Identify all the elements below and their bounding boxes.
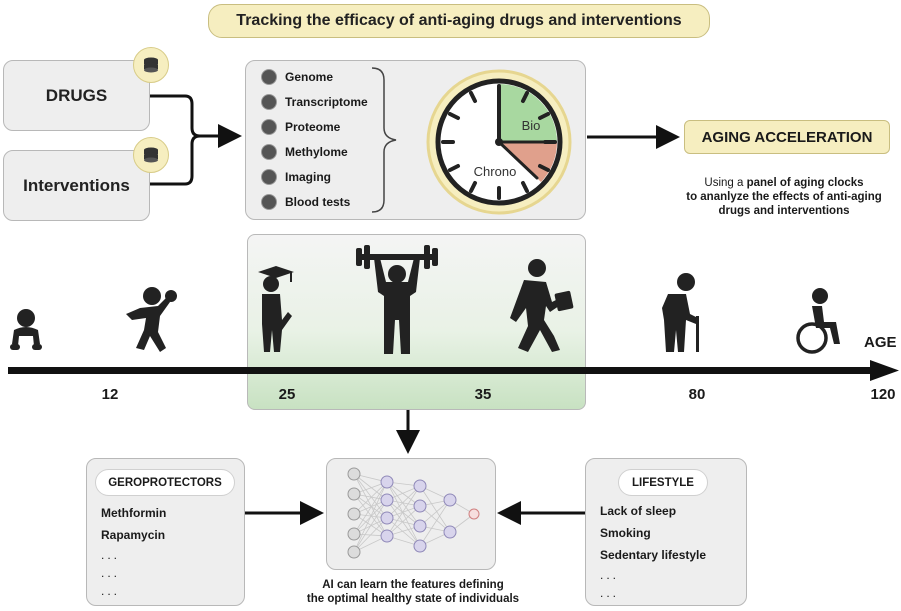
omics-item-genome: Genome (261, 64, 368, 89)
methyl-icon (261, 143, 277, 160)
coins-icon (133, 47, 169, 83)
drugs-label: DRUGS (45, 85, 108, 105)
child-playing-ball-icon (126, 287, 177, 352)
dna-icon (261, 68, 277, 85)
list-item: Smoking (600, 526, 651, 540)
ellipsis: ... (600, 568, 620, 582)
omics-item-proteome: Proteome (261, 114, 368, 139)
interventions-label: Interventions (23, 175, 130, 195)
baby-icon (10, 309, 42, 350)
omics-list: Genome Transcriptome Proteome Methylome … (261, 64, 368, 214)
ellipsis: ... (101, 548, 121, 562)
ellipsis: ... (101, 584, 121, 598)
bio-label: Bio (522, 118, 541, 133)
blood-drop-icon (261, 193, 277, 210)
omics-item-transcriptome: Transcriptome (261, 89, 368, 114)
aging-caption: Using a panel of aging clocks to ananlyz… (686, 177, 882, 217)
list-item: Sedentary lifestyle (600, 548, 707, 562)
age-tick: 35 (474, 386, 492, 403)
diagram-title: Tracking the efficacy of anti-aging drug… (208, 4, 710, 38)
ellipsis: ... (101, 566, 121, 580)
age-timeline (8, 360, 899, 381)
age-tick: 80 (688, 386, 706, 403)
list-item: Lack of sleep (600, 504, 677, 518)
list-item: Rapamycin (101, 528, 166, 542)
aging-acceleration-label: AGING ACCELERATION (684, 120, 890, 154)
list-item: Methformin (101, 506, 167, 520)
omics-item-imaging: Imaging (261, 164, 368, 189)
elderly-with-cane-icon (662, 273, 699, 352)
neural-network-icon (347, 467, 480, 559)
imaging-icon (261, 168, 277, 185)
aging-clock-icon: Bio Chrono (426, 69, 572, 215)
weightlifter-icon (356, 245, 438, 354)
protein-icon (261, 118, 277, 135)
interventions-box: Interventions (3, 150, 150, 221)
age-tick: 12 (101, 386, 119, 403)
omics-item-blood-tests: Blood tests (261, 189, 368, 214)
age-tick: 120 (870, 386, 896, 403)
student-icon (258, 266, 294, 352)
ellipsis: ... (600, 586, 620, 600)
drugs-box: DRUGS (3, 60, 150, 131)
life-stage-figures (10, 245, 840, 354)
lifestyle-list: Lack of sleep Smoking Sedentary lifestyl… (600, 500, 706, 602)
age-axis-label: AGE (864, 334, 897, 351)
age-tick: 25 (278, 386, 296, 403)
rna-icon (261, 93, 277, 110)
brace (371, 67, 397, 213)
geroprotectors-header: GEROPROTECTORS (95, 469, 235, 496)
geroprotectors-list: Methformin Rapamycin ... ... ... (101, 502, 166, 600)
coins-icon (133, 137, 169, 173)
omics-item-methylome: Methylome (261, 139, 368, 164)
wheelchair-user-icon (796, 288, 840, 354)
chrono-label: Chrono (474, 164, 517, 179)
worker-with-briefcase-icon (510, 259, 574, 352)
lifestyle-header: LIFESTYLE (618, 469, 708, 496)
ai-caption: AI can learn the features defining the o… (306, 579, 520, 605)
